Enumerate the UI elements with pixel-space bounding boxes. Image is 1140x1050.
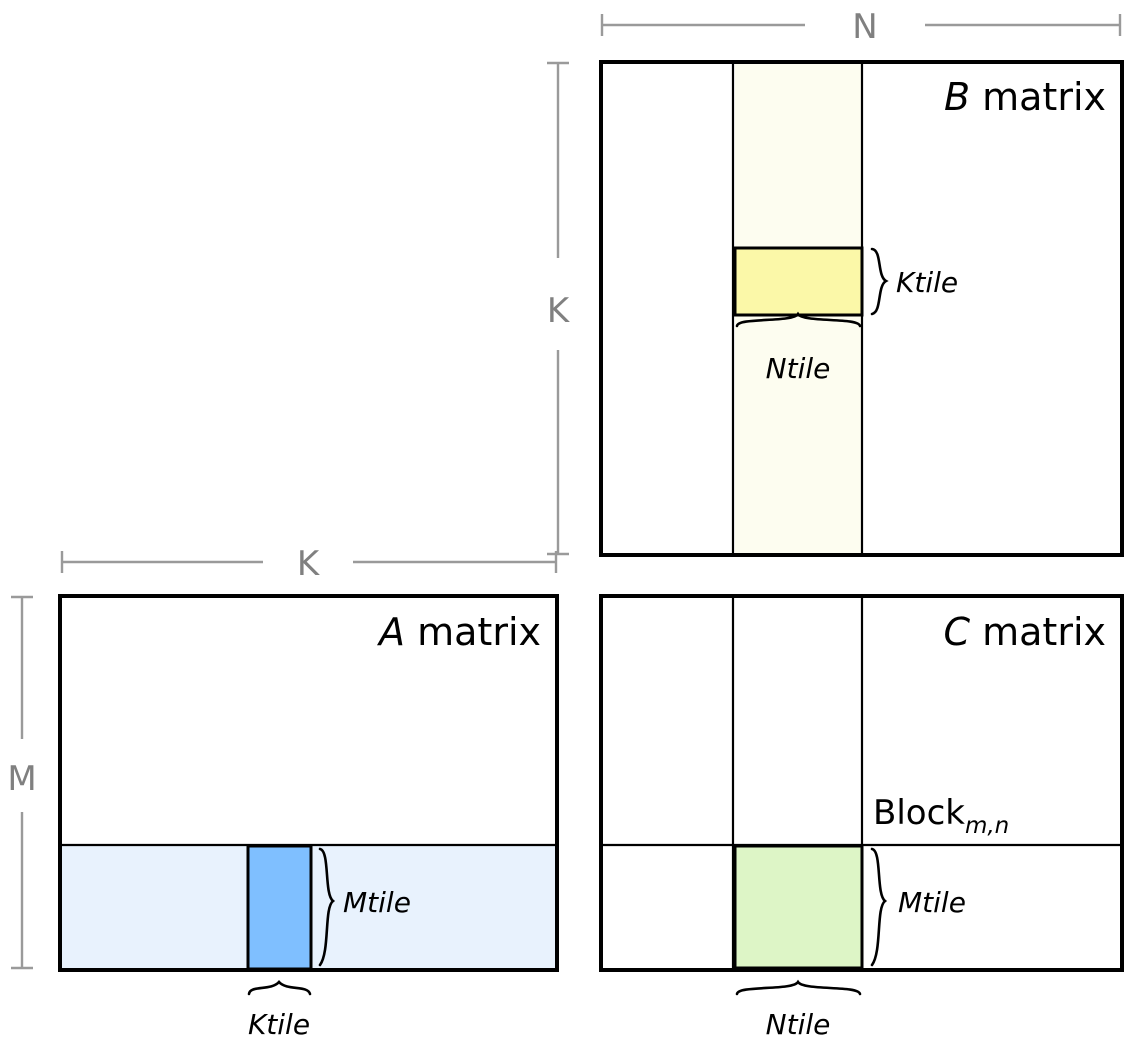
matrix-b-tile	[733, 246, 864, 317]
dimension-bar-k-vertical: K	[547, 61, 571, 556]
matrix-c-mtile-label: Mtile	[898, 886, 966, 919]
matrix-b-ntile-brace	[735, 311, 862, 328]
matrix-a: A matrix Mtile Ktile	[58, 594, 559, 1041]
dimension-bar-k-horizontal: K	[60, 544, 558, 584]
matrix-a-mtile-label: Mtile	[343, 886, 411, 919]
matrix-c-mtile-brace	[870, 847, 888, 967]
matrix-a-ktile-label: Ktile	[248, 1008, 310, 1041]
matrix-a-title: A matrix	[376, 610, 541, 654]
dim-n-label: N	[852, 7, 877, 47]
matrix-c-block-label: Blockm,n	[873, 793, 1009, 839]
matrix-b-title: B matrix	[944, 75, 1106, 119]
matrix-c: C matrix Blockm,n Mtile Ntile	[599, 594, 1124, 1041]
dim-k-vertical-label: K	[547, 291, 571, 331]
matrix-b-ktile-label: Ktile	[896, 266, 958, 299]
matrix-a-ktile-brace	[247, 980, 312, 996]
matrix-c-title: C matrix	[944, 610, 1107, 654]
matrix-c-ntile-label: Ntile	[766, 1008, 831, 1041]
dim-k-horizontal-label: K	[297, 544, 321, 584]
matrix-b-ktile-brace	[870, 247, 889, 316]
dimension-bar-n: N	[600, 7, 1122, 47]
dim-m-label: M	[7, 759, 36, 799]
matrix-c-tile	[733, 844, 864, 970]
matrix-a-mtile-brace	[318, 847, 336, 967]
matrix-a-tile	[246, 844, 313, 971]
matrix-b: B matrix Ktile Ntile	[599, 60, 1124, 557]
dimension-bar-m: M	[7, 595, 37, 970]
matrix-b-ntile-label: Ntile	[766, 352, 831, 385]
matrix-c-ntile-brace	[735, 979, 862, 996]
